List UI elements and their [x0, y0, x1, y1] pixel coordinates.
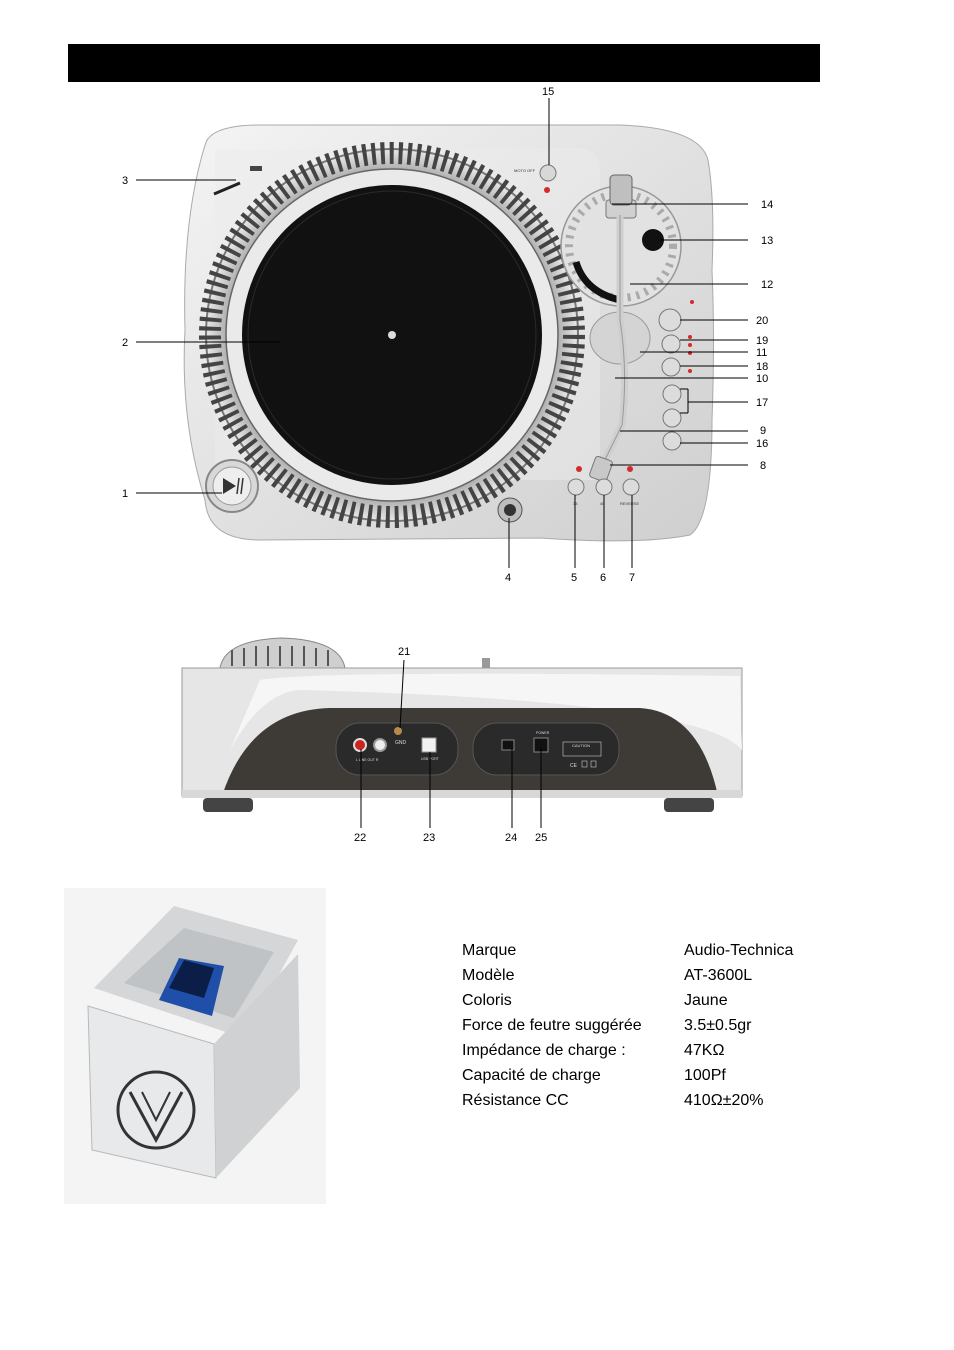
- spec-value: 410Ω±20%: [684, 1092, 764, 1109]
- callout-21: 21: [398, 646, 410, 658]
- callout-14: 14: [761, 199, 773, 211]
- callout-4: 4: [505, 572, 511, 584]
- callout-5: 5: [571, 572, 577, 584]
- spec-row-brand: Marque Audio-Technica: [462, 938, 842, 963]
- key-lock-button: [661, 357, 681, 377]
- spec-row-load-impedance: Impédance de charge : 47KΩ: [462, 1038, 842, 1063]
- audio-technica-logo: [116, 1070, 196, 1150]
- spec-name: Impédance de charge :: [462, 1042, 626, 1059]
- spec-name: Capacité de charge: [462, 1067, 601, 1084]
- callout-2: 2: [122, 337, 128, 349]
- line-out-left-jack: [353, 738, 367, 752]
- spec-row-tracking-force: Force de feutre suggérée 3.5±0.5gr: [462, 1013, 842, 1038]
- skip-back-button: [662, 384, 682, 404]
- callout-1: 1: [122, 488, 128, 500]
- callout-22: 22: [354, 832, 366, 844]
- speed-33-button: [567, 478, 585, 496]
- connector-panel-left: [335, 722, 459, 776]
- spec-name: Marque: [462, 942, 517, 959]
- spec-name: Résistance CC: [462, 1092, 569, 1109]
- moto-off-button: [539, 164, 557, 182]
- callout-25: 25: [535, 832, 547, 844]
- spec-name: Force de feutre suggérée: [462, 1017, 642, 1034]
- reverse-label: REVERSE: [620, 501, 639, 506]
- callout-8: 8: [760, 460, 766, 472]
- callout-13: 13: [761, 235, 773, 247]
- svg-text:CAUTION: CAUTION: [572, 743, 590, 748]
- callout-11: 11: [756, 347, 767, 359]
- usb-port: [421, 737, 437, 753]
- spec-value: AT-3600L: [684, 967, 753, 984]
- line-out-label: L LINE OUT R: [356, 758, 379, 762]
- moto-off-label: MOTO OFF: [514, 168, 536, 173]
- callout-19: 19: [756, 335, 768, 347]
- caution-label: [562, 741, 602, 757]
- header-bar: [68, 44, 820, 82]
- callout-numbers: 3 2 1 4 5 6 7 15 14 13 12 20 19 11 18 10…: [122, 86, 773, 584]
- spec-value: 3.5±0.5gr: [684, 1017, 752, 1034]
- rear-callout-numbers: 21 22 23 24 25: [354, 646, 547, 844]
- spec-value: Audio-Technica: [684, 942, 794, 959]
- spec-value: Jaune: [684, 992, 728, 1009]
- callout-6: 6: [600, 572, 606, 584]
- reverse-button: [622, 478, 640, 496]
- spindle: [388, 331, 396, 339]
- spec-row-color: Coloris Jaune: [462, 988, 842, 1013]
- spec-row-load-capacitance: Capacité de charge 100Pf: [462, 1063, 842, 1088]
- spec-row-dc-resistance: Résistance CC 410Ω±20%: [462, 1088, 842, 1113]
- callout-10: 10: [756, 373, 768, 385]
- callout-24: 24: [505, 832, 517, 844]
- callout-9: 9: [760, 425, 766, 437]
- skip-forward-button: [662, 408, 682, 428]
- power-input: [501, 739, 515, 751]
- callout-7: 7: [629, 572, 635, 584]
- foot-right: [664, 798, 714, 812]
- callout-16: 16: [756, 438, 768, 450]
- speed-45-button: [595, 478, 613, 496]
- callout-23: 23: [423, 832, 435, 844]
- callout-20: 20: [756, 315, 768, 327]
- gnd-label: GND: [395, 740, 407, 746]
- line-out-right-jack: [373, 738, 387, 752]
- gnd-terminal: [394, 727, 402, 735]
- callout-lines: [136, 98, 748, 568]
- callout-15: 15: [542, 86, 554, 98]
- callout-18: 18: [756, 361, 768, 373]
- rear-callout-lines: [360, 659, 542, 828]
- turntable-rear-view: GND L LINE OUT R USB PORT POWER CAUTION …: [181, 637, 743, 844]
- speed-33-label: 33: [573, 501, 578, 506]
- pitch-knob: [658, 308, 682, 332]
- turntable-top-view: MOTO OFF 33 45 REVERSE: [122, 86, 773, 584]
- rear-panel: [222, 708, 718, 796]
- play-pause-usb-button: [662, 431, 682, 451]
- speed-45-label: 45: [600, 501, 605, 506]
- power-label: POWER: [536, 731, 550, 735]
- callout-17: 17: [756, 397, 768, 409]
- pitch-range-button: [661, 334, 681, 354]
- anti-skate-knob: [642, 229, 664, 251]
- callout-3: 3: [122, 175, 128, 187]
- spec-value: 47KΩ: [684, 1042, 725, 1059]
- callout-12: 12: [761, 279, 773, 291]
- spec-value: 100Pf: [684, 1067, 726, 1084]
- spec-name: Coloris: [462, 992, 512, 1009]
- cartridge-photo: [64, 888, 326, 1204]
- spec-name: Modèle: [462, 967, 515, 984]
- foot-left: [203, 798, 253, 812]
- spec-row-model: Modèle AT-3600L: [462, 963, 842, 988]
- cartridge-specs-table: Marque Audio-Technica Modèle AT-3600L Co…: [462, 938, 842, 1113]
- ce-mark: CE: [570, 763, 578, 769]
